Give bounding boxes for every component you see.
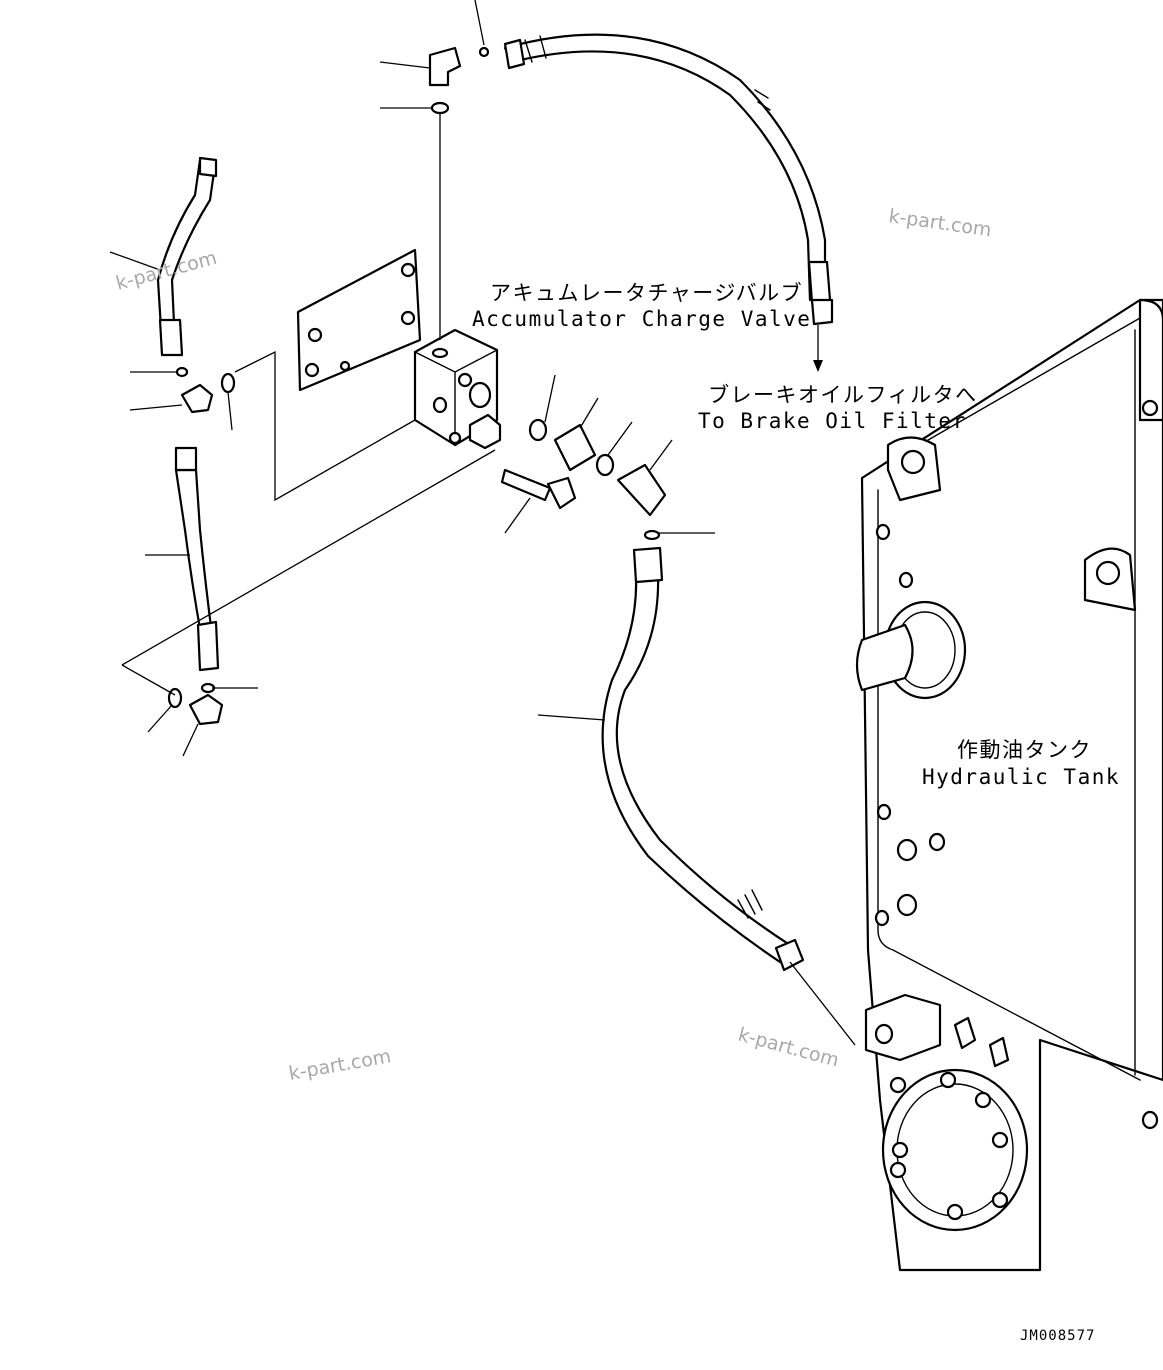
leader-lines [109,0,856,1046]
valve-label-en: Accumulator Charge Valve [472,307,811,331]
hydraulic-tank [855,298,1163,1272]
drawing-number: JM008577 [1020,1328,1095,1344]
watermark: k-part.com [887,205,993,241]
mounting-bolt [500,468,577,510]
elbow-fitting-bottom-left [167,682,224,726]
tank-label-jp: 作動油タンク [957,738,1092,762]
watermark: k-part.com [736,1024,842,1072]
valve-label-jp: アキュムレータチャージバルブ [490,281,803,305]
labels: アキュムレータチャージバルブ Accumulator Charge Valve … [472,281,1120,1344]
accumulator-charge-valve [296,248,502,450]
elbow-fitting-left [175,366,236,414]
left-upper-hose [156,156,218,357]
watermark: k-part.com [287,1045,393,1085]
elbow-fitting-top [428,46,490,115]
tank-supply-hose [601,546,805,972]
tank-label-en: Hydraulic Tank [922,765,1120,789]
left-lower-hose [174,446,220,672]
valve-adapters [528,418,667,541]
brake-filter-hose [503,33,834,326]
filter-label-jp: ブレーキオイルフィルタへ [708,383,978,407]
filter-label-en: To Brake Oil Filter [698,409,967,433]
